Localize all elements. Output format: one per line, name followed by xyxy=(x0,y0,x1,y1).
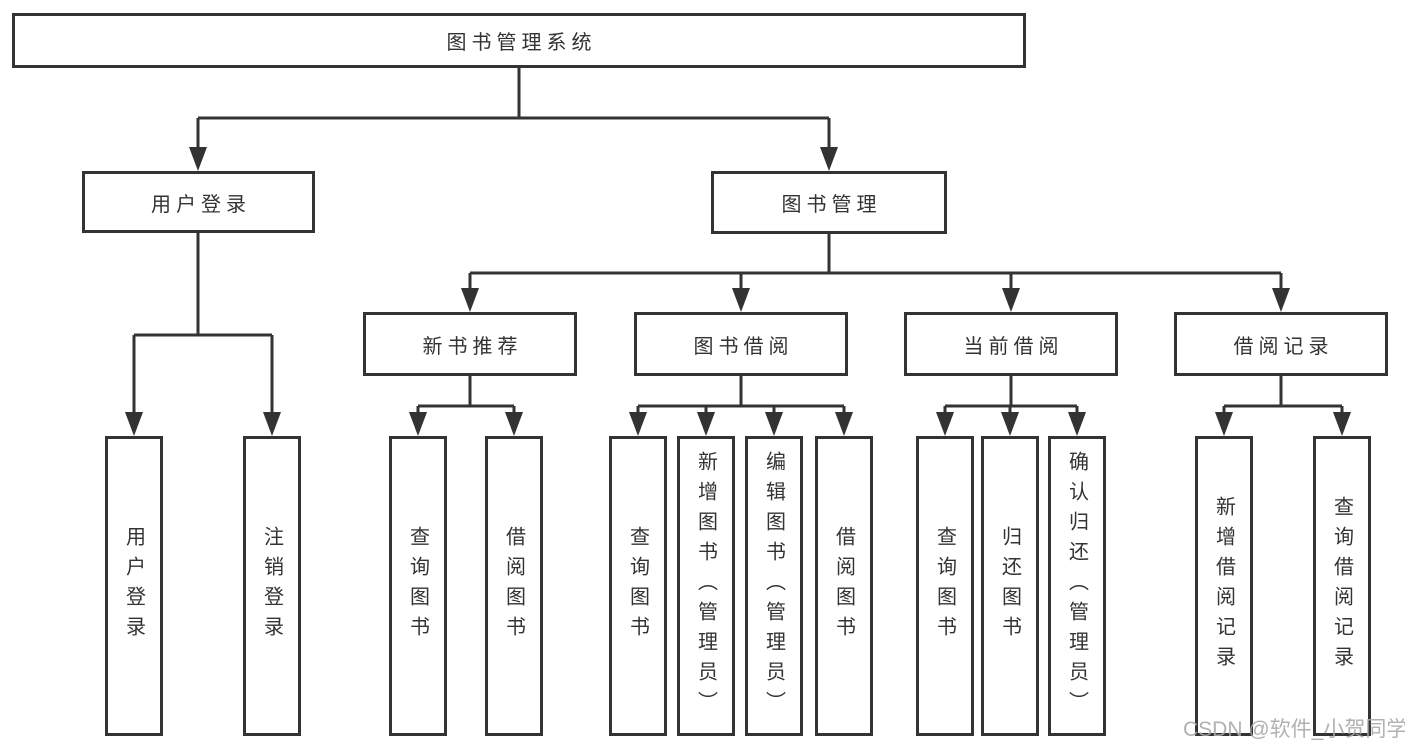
arrow-down-icon xyxy=(697,412,715,436)
leaf-query-books-current: 查询图书 xyxy=(916,436,974,736)
leaf-logout: 注销登录 xyxy=(243,436,301,736)
arrow-down-icon xyxy=(189,147,207,171)
arrow-down-icon xyxy=(1001,412,1019,436)
arrowheads xyxy=(125,147,1351,436)
connector-root-to-level2 xyxy=(196,68,831,150)
node-label: 归还图书 xyxy=(998,526,1021,646)
arrow-down-icon xyxy=(1215,412,1233,436)
leaf-add-books-admin: 新增图书（管理员） xyxy=(677,436,735,736)
node-label: 借阅图书 xyxy=(832,526,855,646)
node-label: 编辑图书（管理员） xyxy=(762,451,785,721)
node-borrow-records: 借阅记录 xyxy=(1174,312,1388,376)
node-label: 确认归还（管理员） xyxy=(1065,451,1088,721)
arrow-down-icon xyxy=(936,412,954,436)
node-current-borrow: 当前借阅 xyxy=(904,312,1118,376)
arrow-down-icon xyxy=(835,412,853,436)
leaf-edit-books-admin: 编辑图书（管理员） xyxy=(745,436,803,736)
node-label: 借阅记录 xyxy=(1233,335,1334,358)
node-label: 查询图书 xyxy=(933,526,956,646)
arrow-down-icon xyxy=(461,288,479,312)
node-library-management-system: 图书管理系统 xyxy=(12,13,1026,68)
node-label: 注销登录 xyxy=(260,526,283,646)
arrow-down-icon xyxy=(1272,288,1290,312)
leaf-add-borrow-record: 新增借阅记录 xyxy=(1195,436,1253,736)
node-label: 用户登录 xyxy=(122,526,145,646)
node-label: 借阅图书 xyxy=(502,526,525,646)
node-label: 图书管理 xyxy=(781,194,882,216)
arrow-down-icon xyxy=(629,412,647,436)
leaf-borrow-books-recommend: 借阅图书 xyxy=(485,436,543,736)
node-book-management: 图书管理 xyxy=(711,171,947,234)
node-label: 查询借阅记录 xyxy=(1330,496,1353,676)
arrow-down-icon xyxy=(1002,288,1020,312)
leaf-confirm-return-admin: 确认归还（管理员） xyxy=(1048,436,1106,736)
node-label: 用户登录 xyxy=(151,193,251,216)
connector-new-book-recommend-children xyxy=(416,376,516,416)
node-label: 图书借阅 xyxy=(693,335,794,358)
node-label: 当前借阅 xyxy=(963,335,1064,358)
arrow-down-icon xyxy=(820,147,838,171)
arrow-down-icon xyxy=(1333,412,1351,436)
arrow-down-icon xyxy=(409,412,427,436)
arrow-down-icon xyxy=(765,412,783,436)
arrow-down-icon xyxy=(263,412,281,436)
connector-book-borrow-children xyxy=(636,376,846,416)
arrow-down-icon xyxy=(1068,412,1086,436)
connector-borrow-records-children xyxy=(1222,376,1344,416)
node-new-book-recommend: 新书推荐 xyxy=(363,312,577,376)
node-label: 图书管理系统 xyxy=(446,32,597,54)
node-user-login: 用户登录 xyxy=(82,171,315,233)
node-label: 新书推荐 xyxy=(422,335,523,358)
node-label: 新增借阅记录 xyxy=(1212,496,1235,676)
arrow-down-icon xyxy=(732,288,750,312)
node-book-borrow: 图书借阅 xyxy=(634,312,848,376)
node-label: 查询图书 xyxy=(406,526,429,646)
connector-user-login-children xyxy=(132,233,274,416)
leaf-query-books-borrow: 查询图书 xyxy=(609,436,667,736)
connector-book-management-children xyxy=(468,234,1283,293)
connector-current-borrow-children xyxy=(943,376,1079,416)
leaf-query-books-recommend: 查询图书 xyxy=(389,436,447,736)
connector-group xyxy=(132,68,1344,416)
arrow-down-icon xyxy=(505,412,523,436)
node-label: 查询图书 xyxy=(626,526,649,646)
leaf-borrow-books: 借阅图书 xyxy=(815,436,873,736)
leaf-user-login: 用户登录 xyxy=(105,436,163,736)
arrow-down-icon xyxy=(125,412,143,436)
csdn-watermark: CSDN @软件_小贺同学 xyxy=(1183,718,1405,741)
leaf-return-books: 归还图书 xyxy=(981,436,1039,736)
leaf-query-borrow-record: 查询借阅记录 xyxy=(1313,436,1371,736)
node-label: 新增图书（管理员） xyxy=(694,451,717,721)
